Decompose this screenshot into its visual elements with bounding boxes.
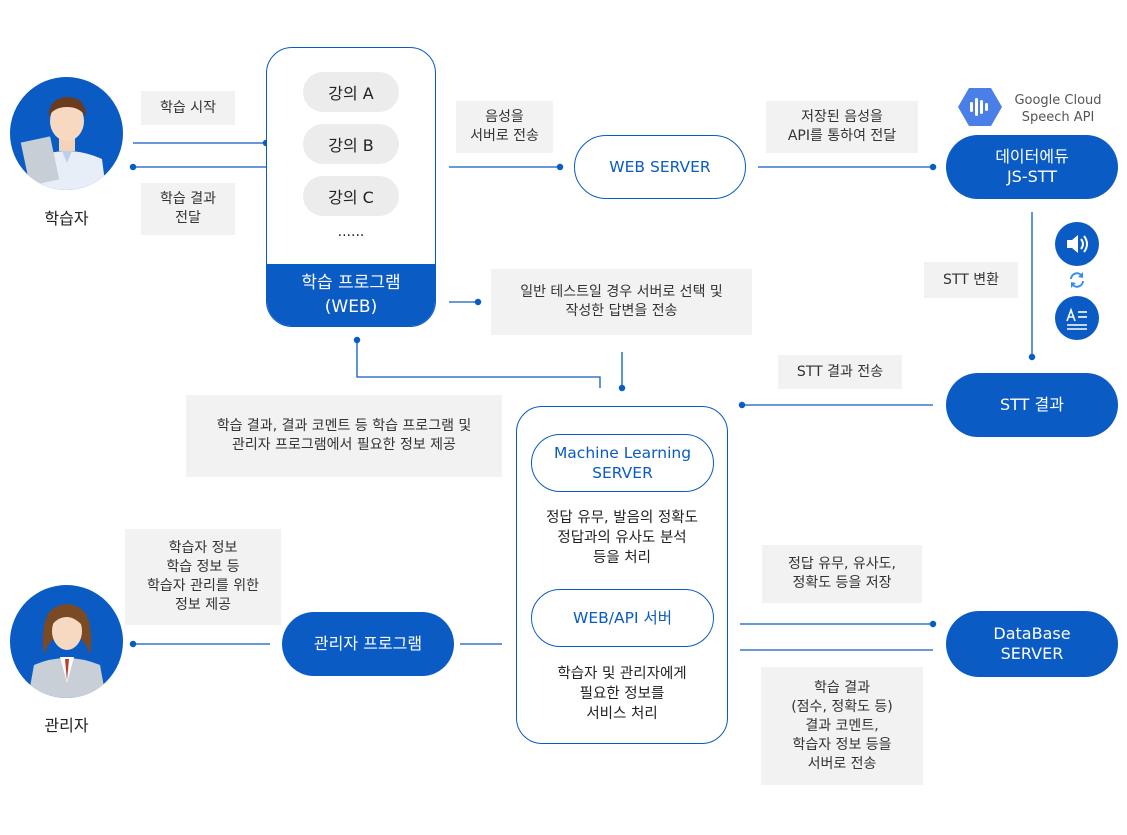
web-api-desc: 학습자 및 관리자에게 필요한 정보를 서비스 처리 xyxy=(557,666,687,722)
lecture-more: ...... xyxy=(337,224,365,240)
note-general-test: 일반 테스트일 경우 서버로 선택 및 작성한 답변을 전송 xyxy=(491,269,752,335)
web-api-node[interactable]: WEB/API 서버 xyxy=(531,589,714,647)
lecture-b[interactable]: 강의 B xyxy=(303,124,399,164)
lecture-c[interactable]: 강의 C xyxy=(303,176,399,216)
note-send-server: 학습 결과 (점수, 정확도 등) 결과 코멘트, 학습자 정보 등을 서버로 … xyxy=(761,667,923,785)
note-start: 학습 시작 xyxy=(141,91,235,125)
program-title: 학습 프로그램 (WEB) xyxy=(301,273,401,317)
dataedu-stt-node[interactable]: 데이터에듀 JS-STT xyxy=(946,135,1118,199)
web-server-node[interactable]: WEB SERVER xyxy=(574,135,746,199)
lecture-a[interactable]: 강의 A xyxy=(303,72,399,112)
learner-label: 학습자 xyxy=(44,209,89,228)
google-speech-logo xyxy=(958,85,1002,129)
ml-server-node[interactable]: Machine Learning SERVER xyxy=(531,434,714,492)
note-provide-info: 학습 결과, 결과 코멘트 등 학습 프로그램 및 관리자 프로그램에서 필요한… xyxy=(186,395,502,477)
ml-server-desc: 정답 유무, 발음의 정확도 정답과의 유사도 분석 등을 처리 xyxy=(546,510,698,566)
note-stt-convert: STT 변환 xyxy=(924,262,1018,298)
line-provide xyxy=(353,336,601,388)
learner-avatar xyxy=(10,77,123,190)
admin-program-node[interactable]: 관리자 프로그램 xyxy=(282,612,454,676)
program-title-bar xyxy=(267,264,435,326)
admin-avatar xyxy=(10,585,123,698)
google-speech-text: Google Cloud Speech API xyxy=(1006,92,1110,126)
stt-result-node[interactable]: STT 결과 xyxy=(946,373,1118,437)
text-icon xyxy=(1055,296,1099,340)
admin-label: 관리자 xyxy=(44,716,89,735)
note-stt-result-send: STT 결과 전송 xyxy=(778,355,902,389)
note-voice-to-server: 음성을 서버로 전송 xyxy=(456,101,553,153)
google-line-2: Speech API xyxy=(1021,110,1095,125)
speaker-icon xyxy=(1055,222,1099,266)
note-stored-voice: 저장된 음성을 API를 통하여 전달 xyxy=(766,101,918,153)
google-line-1: Google Cloud xyxy=(1014,93,1102,108)
sync-icon xyxy=(1067,270,1087,290)
note-result-delivery: 학습 결과 전달 xyxy=(141,183,235,235)
note-save-db: 정답 유무, 유사도, 정확도 등을 저장 xyxy=(762,545,922,603)
database-node[interactable]: DataBase SERVER xyxy=(946,611,1118,677)
note-learner-info: 학습자 정보 학습 정보 등 학습자 관리를 위한 정보 제공 xyxy=(125,529,281,625)
